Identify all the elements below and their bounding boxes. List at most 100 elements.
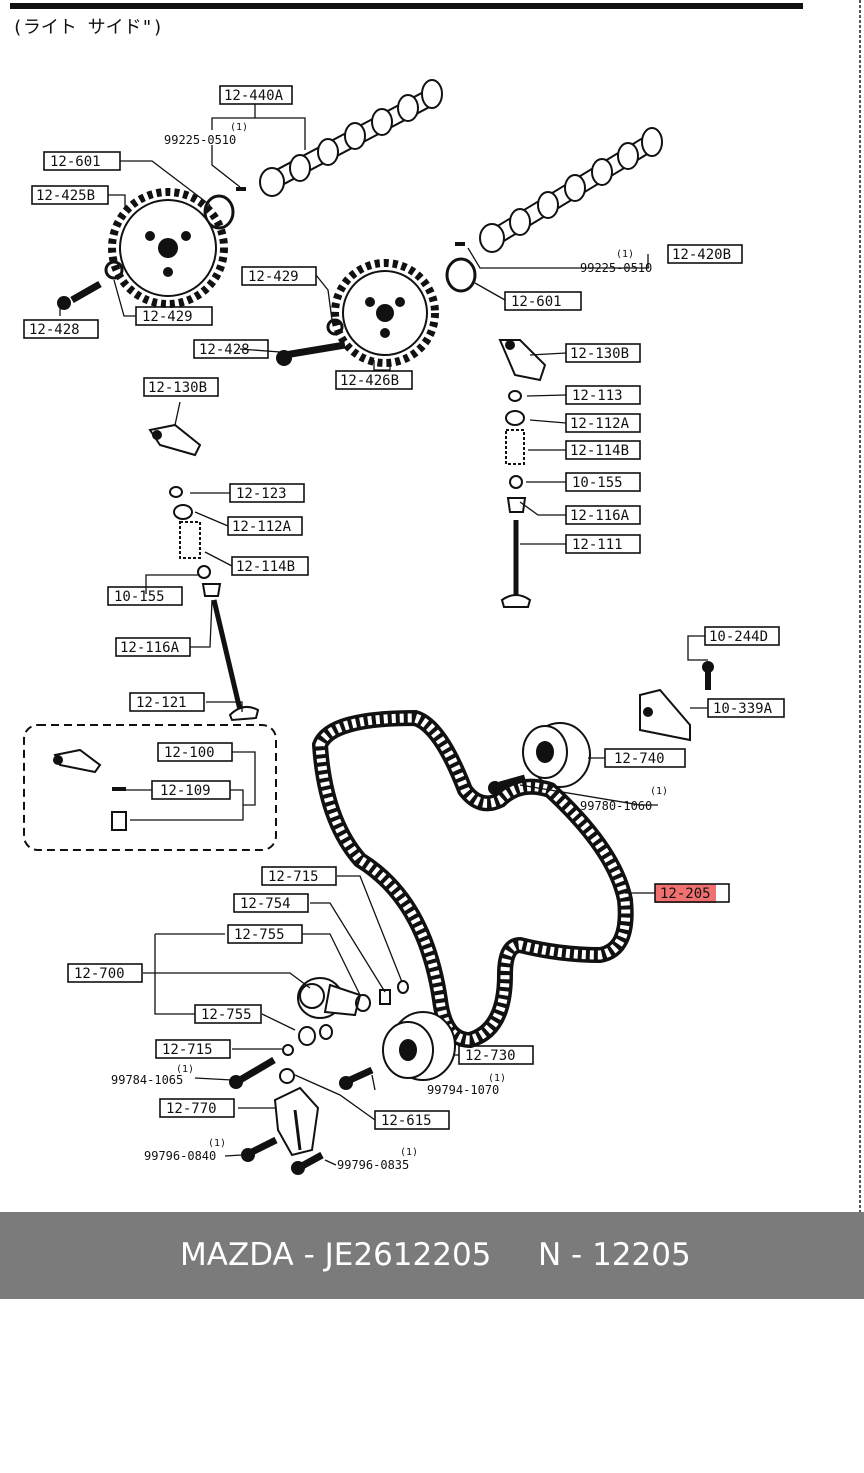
label-12-130B-left: 12-130B <box>148 380 207 396</box>
bolt-middle <box>276 341 346 366</box>
idler-pulley <box>522 722 591 788</box>
cam-pulley-left <box>108 188 228 308</box>
label-12-428-middle: 12-428 <box>199 342 250 358</box>
label-12-116A-right: 12-116A <box>570 508 630 524</box>
hla-clip <box>112 787 126 791</box>
footer-reference: N - 12205 <box>538 1237 691 1273</box>
spacer-12-755-lower <box>298 1026 316 1046</box>
label-12-740: 12-740 <box>614 751 665 767</box>
label-12-109: 12-109 <box>160 783 211 799</box>
hla-rocker <box>53 748 102 774</box>
label-12-700: 12-700 <box>74 966 125 982</box>
bolt-left <box>57 280 102 310</box>
pn-99784-1065: 99784-1065 <box>111 1073 183 1087</box>
label-12-113: 12-113 <box>572 388 623 404</box>
label-10-339A: 10-339A <box>713 701 773 717</box>
dowel-pin-left <box>236 187 246 191</box>
part-labels: 12-440A 12-601 12-425B 12-428 12-429 12-… <box>29 88 773 1129</box>
pn-99780-1060: 99780-1060 <box>580 799 652 813</box>
qty-99794-1070: (1) <box>488 1073 506 1084</box>
bushing <box>319 1024 333 1040</box>
pn-99225-0510-right: 99225-0510 <box>580 261 652 275</box>
label-12-112A-left: 12-112A <box>232 519 292 535</box>
label-12-429-middle: 12-429 <box>248 269 299 285</box>
qty-99796-0840: (1) <box>208 1138 226 1149</box>
label-boxes <box>23 85 785 1130</box>
valve-stack-left <box>169 486 260 722</box>
hla-lifter <box>111 811 127 831</box>
label-12-730: 12-730 <box>465 1048 516 1064</box>
camshaft-right <box>479 127 663 253</box>
bracket-10-339A <box>639 688 691 742</box>
label-12-425B: 12-425B <box>36 188 95 204</box>
label-12-715-bottom: 12-715 <box>162 1042 213 1058</box>
bolt-10-244D <box>702 661 714 690</box>
washer-middle <box>326 318 344 336</box>
pn-99225-0510-left: 99225-0510 <box>164 133 236 147</box>
washer-left <box>104 260 124 280</box>
label-12-601-right: 12-601 <box>511 294 562 310</box>
label-12-601-left: 12-601 <box>50 154 101 170</box>
dowel-pin-right <box>455 242 465 246</box>
cam-pulley-middle <box>331 259 439 367</box>
auto-tensioner-pulley <box>297 977 362 1019</box>
spacer-12-754 <box>379 989 391 1005</box>
bolt-99784-1065 <box>229 1056 276 1089</box>
pn-99794-1070: 99794-1070 <box>427 1083 499 1097</box>
qty-99225-0510-left: (1) <box>230 122 248 133</box>
highlight-12-205 <box>655 884 716 903</box>
crank-pulley <box>382 1011 456 1081</box>
oil-seal-right <box>445 257 477 293</box>
label-12-755-bottom: 12-755 <box>201 1007 252 1023</box>
label-12-755-top: 12-755 <box>234 927 285 943</box>
label-10-244D: 10-244D <box>709 629 768 645</box>
label-12-715-top: 12-715 <box>268 869 319 885</box>
label-12-123: 12-123 <box>236 486 287 502</box>
label-12-426B: 12-426B <box>340 373 399 389</box>
label-12-114B-right: 12-114B <box>570 443 629 459</box>
spacer-12-755 <box>355 994 371 1012</box>
pn-99796-0835: 99796-0835 <box>337 1158 409 1172</box>
tensioner-lifter <box>273 1068 320 1157</box>
label-12-100: 12-100 <box>164 745 215 761</box>
label-12-770: 12-770 <box>166 1101 217 1117</box>
top-rule <box>10 3 803 9</box>
bolt-99796-0835 <box>291 1151 324 1175</box>
label-12-420B: 12-420B <box>672 247 731 263</box>
washer-lower <box>282 1044 294 1056</box>
qty-99796-0835: (1) <box>400 1147 418 1158</box>
label-10-155-right: 10-155 <box>572 475 623 491</box>
label-12-121: 12-121 <box>136 695 187 711</box>
bolt-99796-0840 <box>241 1136 278 1162</box>
label-10-155-left: 10-155 <box>114 589 165 605</box>
label-12-116A-left: 12-116A <box>120 640 180 656</box>
timing-belt <box>311 709 634 1049</box>
label-12-114B-left: 12-114B <box>236 559 295 575</box>
label-12-111: 12-111 <box>572 537 623 553</box>
header-title: (ライト サイド") <box>12 17 163 38</box>
qty-99225-0510-right: (1) <box>616 249 634 260</box>
qty-99784-1065: (1) <box>176 1064 194 1075</box>
valve-stack-right <box>500 390 532 608</box>
pn-99796-0840: 99796-0840 <box>144 1149 216 1163</box>
label-12-429-left: 12-429 <box>142 309 193 325</box>
label-12-440A: 12-440A <box>224 88 284 104</box>
oil-seal-left <box>203 194 235 230</box>
footer-bar: MAZDA - JE2612205 N - 12205 <box>0 1212 864 1299</box>
label-12-754: 12-754 <box>240 896 291 912</box>
camshaft-left <box>259 79 443 197</box>
rocker-arm-right <box>498 339 547 382</box>
label-12-615: 12-615 <box>381 1113 432 1129</box>
footer-part-number: MAZDA - JE2612205 <box>180 1237 492 1273</box>
parts-diagram: (ライト サイド") <box>10 0 861 1212</box>
leader-lines <box>59 104 708 1166</box>
label-12-112A-right: 12-112A <box>570 416 630 432</box>
washer-12-715 <box>397 980 409 994</box>
part-number-texts: (1) 99225-0510 (1) 99225-0510 (1) 99780-… <box>111 122 668 1172</box>
bolt-99794-1070 <box>339 1066 374 1090</box>
label-12-205: 12-205 <box>660 886 711 902</box>
rocker-arm-left <box>148 423 202 457</box>
label-12-428-left: 12-428 <box>29 322 80 338</box>
hla-assembly-box <box>23 724 277 851</box>
qty-99780-1060: (1) <box>650 786 668 797</box>
